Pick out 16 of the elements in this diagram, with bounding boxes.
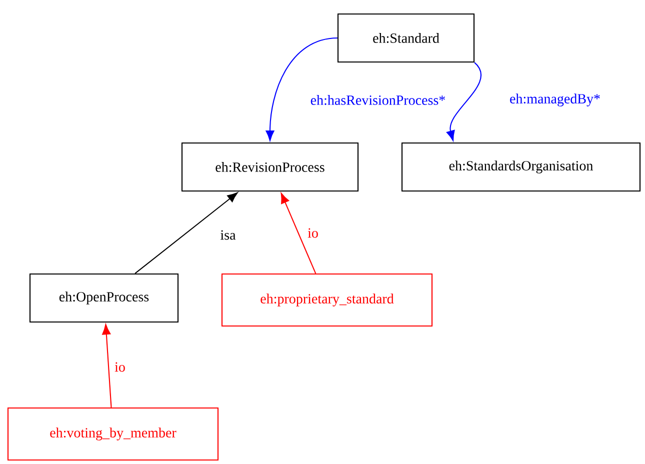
arrow bbox=[446, 62, 482, 141]
edge-label: io bbox=[113, 360, 127, 374]
node-box: eh:RevisionProcess bbox=[181, 142, 359, 192]
arrow bbox=[134, 192, 238, 274]
node-box: eh:StandardsOrganisation bbox=[401, 142, 641, 192]
arrow bbox=[280, 192, 316, 274]
arrow bbox=[266, 37, 338, 141]
edge-label: isa bbox=[218, 228, 238, 242]
edge-label: eh:hasRevisionProcess* bbox=[309, 94, 447, 106]
edge-label: io bbox=[306, 226, 320, 240]
node-box: eh:proprietary_standard bbox=[221, 273, 433, 327]
node-box: eh:Standard bbox=[337, 13, 475, 63]
arrow bbox=[102, 324, 112, 408]
node-box: eh:OpenProcess bbox=[29, 273, 179, 323]
edge-label: eh:managedBy* bbox=[508, 92, 602, 108]
node-box: eh:voting_by_member bbox=[7, 407, 219, 461]
